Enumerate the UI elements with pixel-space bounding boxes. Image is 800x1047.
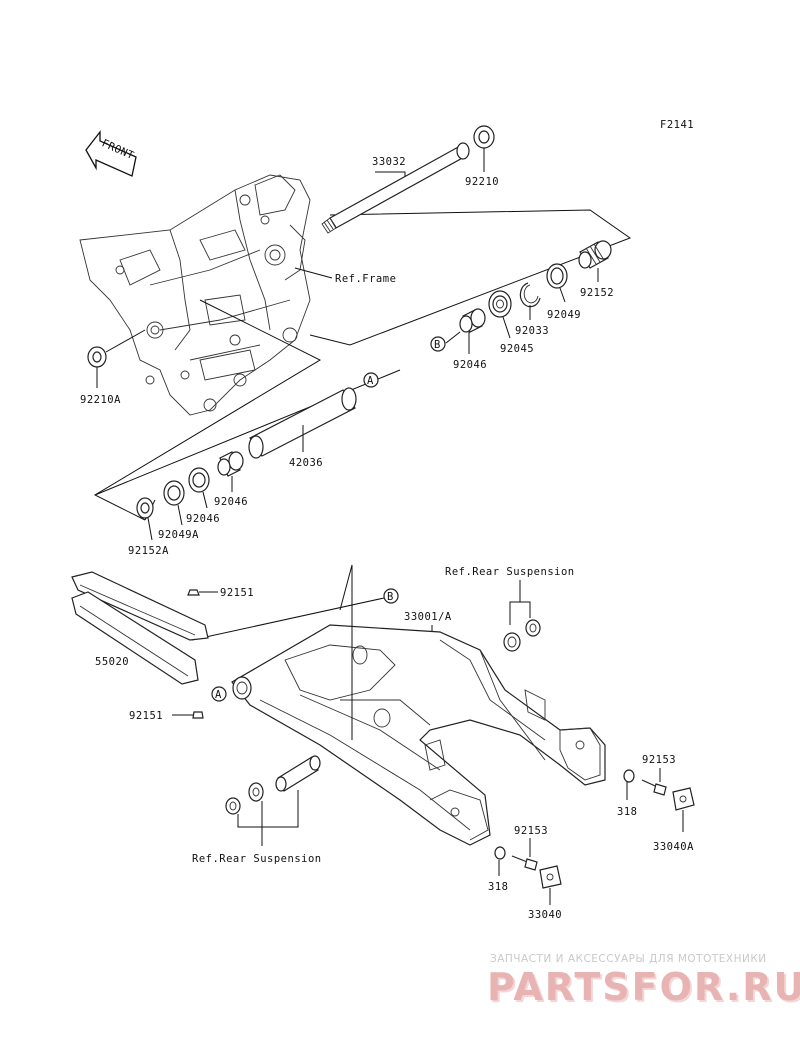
label-318-right: 318	[617, 806, 637, 818]
label-92049a: 92049A	[158, 529, 199, 541]
seal-92049[interactable]	[546, 263, 568, 303]
chain-guide-55020[interactable]	[71, 571, 209, 685]
ref-frame-label: Ref.Frame	[335, 273, 396, 285]
needle-bearing-92046-top[interactable]	[445, 308, 486, 354]
front-arrow-icon: FRONT	[85, 130, 137, 177]
label-92153-right: 92153	[642, 754, 676, 766]
circlip-92033[interactable]	[519, 282, 541, 320]
bolt-92153-low[interactable]	[511, 838, 538, 871]
frame-reference-illustration	[79, 174, 311, 416]
adjuster-33040[interactable]	[539, 865, 562, 905]
seal-92049a[interactable]	[163, 480, 185, 526]
group-boundary-lines	[93, 209, 632, 521]
nut-92210[interactable]	[473, 125, 495, 172]
nut-318-low[interactable]	[494, 846, 506, 876]
bolt-92153-right[interactable]	[641, 768, 667, 796]
callout-a-bottom: A	[211, 686, 227, 702]
svg-text:B: B	[434, 339, 441, 351]
label-55020: 55020	[95, 656, 129, 668]
callout-b-top: B	[430, 336, 446, 352]
needle-bearing-92046-mid[interactable]	[217, 451, 244, 492]
label-92151-low: 92151	[129, 710, 163, 722]
nut-92210a[interactable]	[87, 329, 146, 388]
label-42036: 42036	[289, 457, 323, 469]
needle-bearing-92046-low[interactable]	[188, 467, 210, 509]
figure-code: F2141	[660, 119, 694, 131]
label-92152a: 92152A	[128, 545, 169, 557]
rear-suspension-sleeve-bottom[interactable]	[225, 755, 321, 815]
label-92151-top: 92151	[220, 587, 254, 599]
label-33040a: 33040A	[653, 841, 694, 853]
adjuster-33040a[interactable]	[672, 787, 695, 832]
label-92210: 92210	[465, 176, 499, 188]
watermark-brand-logo: PARTSFOR.RU	[487, 965, 800, 1009]
label-33032: 33032	[372, 156, 406, 168]
label-92046-low: 92046	[186, 513, 220, 525]
label-92033: 92033	[515, 325, 549, 337]
swingarm-33001a[interactable]	[231, 564, 606, 846]
svg-text:B: B	[387, 591, 394, 603]
label-92046-top: 92046	[453, 359, 487, 371]
nut-318-right[interactable]	[623, 769, 635, 800]
screw-92151-low[interactable]	[172, 711, 204, 719]
label-92046-mid: 92046	[214, 496, 248, 508]
sleeve-42036[interactable]	[248, 387, 357, 459]
svg-text:A: A	[215, 689, 222, 701]
ref-rear-suspension-bottom-label: Ref.Rear Suspension	[192, 853, 322, 865]
label-318-low: 318	[488, 881, 508, 893]
callout-a-top: A	[363, 372, 379, 388]
label-92210a: 92210A	[80, 394, 121, 406]
screw-92151-top[interactable]	[187, 589, 218, 596]
svg-text:A: A	[367, 375, 374, 387]
pivot-shaft-33032[interactable]	[321, 142, 470, 234]
collar-92152a[interactable]	[136, 497, 154, 541]
label-92152: 92152	[580, 287, 614, 299]
bearing-92045[interactable]	[488, 290, 512, 339]
label-33001a: 33001/A	[404, 611, 452, 623]
label-92045: 92045	[500, 343, 534, 355]
label-92153-low: 92153	[514, 825, 548, 837]
collar-92152[interactable]	[578, 240, 612, 282]
watermark-tagline: ЗАПЧАСТИ И АКСЕССУАРЫ ДЛЯ МОТОТЕХНИКИ	[490, 953, 767, 965]
ref-rear-suspension-top-label: Ref.Rear Suspension	[445, 566, 575, 578]
rear-suspension-bushing-top[interactable]	[503, 619, 541, 652]
label-33040: 33040	[528, 909, 562, 921]
label-92049: 92049	[547, 309, 581, 321]
